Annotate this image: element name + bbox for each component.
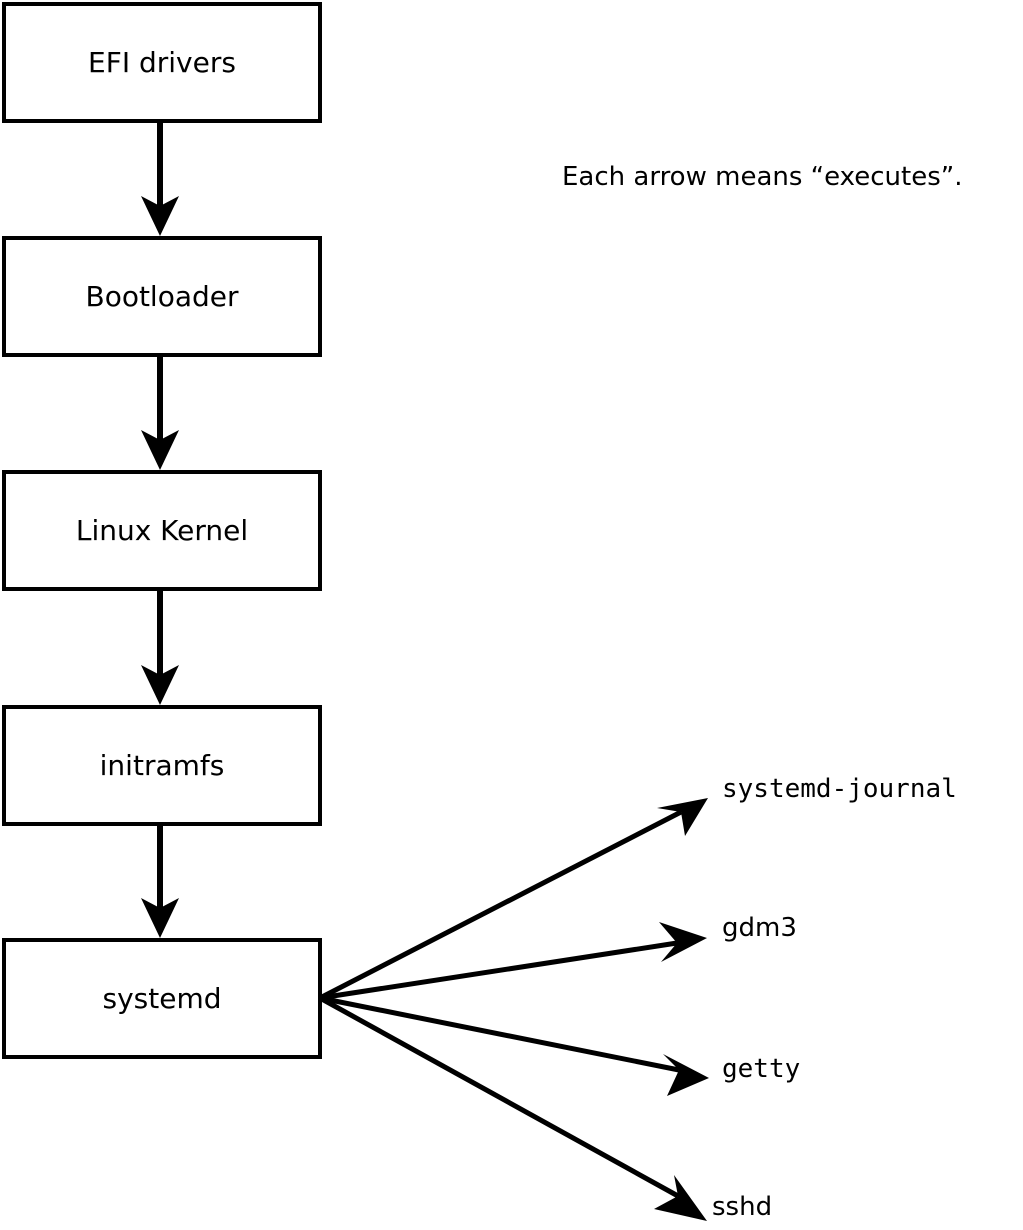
stage-box-linux-kernel: Linux Kernel xyxy=(2,470,322,591)
stage-label-bootloader: Bootloader xyxy=(85,279,239,313)
chain-arrow-bootloader-to-kernel xyxy=(141,353,179,470)
service-arrow-systemd-journal xyxy=(318,798,708,1001)
stage-box-bootloader: Bootloader xyxy=(2,236,322,357)
stage-label-efi-drivers: EFI drivers xyxy=(88,45,236,79)
stage-box-efi-drivers: EFI drivers xyxy=(2,2,322,123)
stage-box-initramfs: initramfs xyxy=(2,705,322,826)
chain-arrow-kernel-to-initramfs xyxy=(141,588,179,705)
service-label-gdm3: gdm3 xyxy=(722,913,797,943)
service-arrow-getty xyxy=(319,995,709,1096)
service-arrow-sshd xyxy=(318,995,707,1221)
chain-arrow-initramfs-to-systemd xyxy=(141,822,179,938)
stage-label-systemd: systemd xyxy=(102,981,222,1015)
service-arrow-gdm3 xyxy=(319,922,707,1001)
stage-label-linux-kernel: Linux Kernel xyxy=(75,513,249,547)
stage-label-initramfs: initramfs xyxy=(99,748,225,782)
legend-annotation: Each arrow means “executes”. xyxy=(562,162,963,192)
service-label-systemd-journal: systemd-journal xyxy=(722,774,957,804)
stage-box-systemd: systemd xyxy=(2,938,322,1059)
service-label-getty: getty xyxy=(722,1054,801,1084)
chain-arrow-efi-to-bootloader xyxy=(141,119,179,236)
service-label-sshd: sshd xyxy=(712,1192,773,1222)
